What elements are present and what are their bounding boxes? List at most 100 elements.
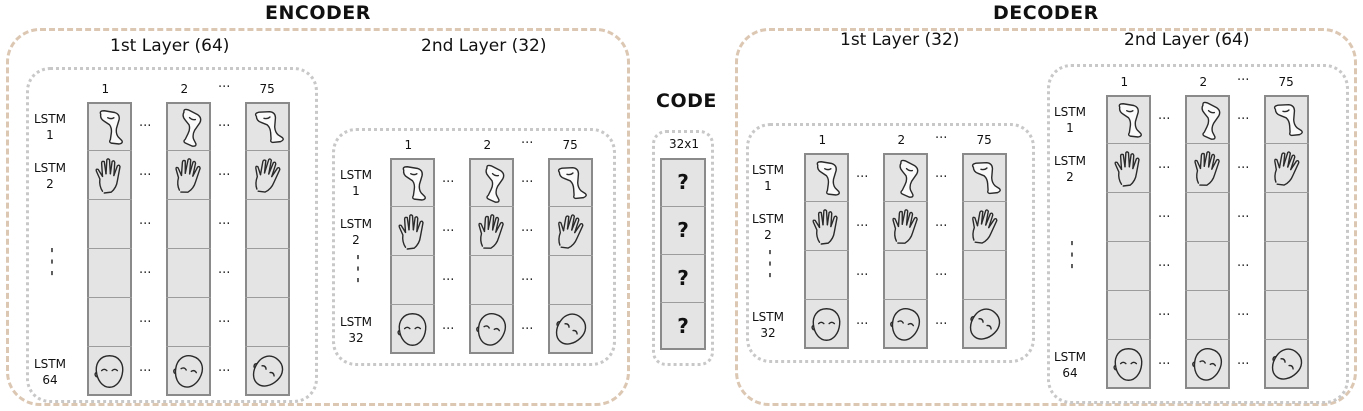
decoder-layer2-ellipsis: ··· [1158, 258, 1171, 274]
encoder-layer1-column [166, 102, 211, 396]
hand-icon [398, 214, 424, 250]
encoder-layer1-cell [245, 200, 290, 249]
encoder-layer1-row-label: LSTM [34, 356, 66, 371]
encoder-layer1-ellipsis: ··· [139, 216, 152, 232]
hand-icon [972, 209, 998, 244]
decoder-layer1-ellipsis: ··· [856, 316, 869, 332]
leg-icon [402, 166, 426, 201]
decoder-layer2-cell [1264, 144, 1309, 193]
decoder-layer2-cell [1185, 242, 1230, 291]
decoder-layer1-box [746, 123, 1035, 363]
encoder-layer2-ellipsis: ··· [521, 174, 534, 190]
leg-icon [557, 167, 587, 200]
encoder-layer1-row-label: LSTM [34, 111, 66, 126]
head-icon [476, 313, 507, 346]
encoder-layer2-row-ellipsis: ⋮ [351, 249, 365, 288]
decoder-layer2-cell [1106, 242, 1151, 291]
encoder-layer1-col-label: 75 [259, 82, 275, 96]
code-cell-symbol: ? [677, 218, 689, 242]
head-icon [969, 308, 1001, 340]
encoder-layer1-cell [166, 151, 211, 200]
leg-icon [1273, 104, 1303, 137]
encoder-layer1-cell [166, 249, 211, 298]
encoder-layer1-cell [245, 249, 290, 298]
encoder-layer1-cell [166, 102, 211, 151]
decoder-layer1-row-index: 1 [764, 178, 772, 193]
decoder-layer2-title: 2nd Layer (64) [1124, 30, 1250, 50]
decoder-layer1-cell [883, 202, 928, 251]
decoder-layer2-ellipsis: ··· [1158, 356, 1171, 372]
encoder-layer1-ellipsis: ··· [139, 167, 152, 183]
decoder-layer1-cell [883, 251, 928, 300]
decoder-layer2-ellipsis: ··· [1158, 160, 1171, 176]
encoder-layer1-cell [87, 102, 132, 151]
head-icon [252, 355, 284, 387]
encoder-layer2-cell [390, 158, 435, 207]
encoder-layer1-ellipsis: ··· [218, 314, 231, 330]
encoder-layer2-cell [548, 207, 593, 256]
decoder-layer1-column [804, 153, 849, 349]
encoder-layer2-cell [548, 158, 593, 207]
encoder-layer1-column [87, 102, 132, 396]
encoder-layer2-row-index: 32 [348, 330, 364, 345]
encoder-layer1-cell [245, 151, 290, 200]
encoder-layer1-ellipsis: ··· [218, 216, 231, 232]
decoder-layer2-row-ellipsis: ⋮ [1065, 235, 1079, 274]
decoder-layer2-cell [1264, 291, 1309, 340]
encoder-layer1-cell [166, 298, 211, 347]
leg-icon [971, 162, 1001, 195]
encoder-layer1-row-index: 64 [42, 372, 58, 387]
decoder-layer2-col-label: 2 [1199, 75, 1208, 89]
decoder-layer1-col-label: 2 [897, 133, 906, 147]
encoder-layer1-column [245, 102, 290, 396]
decoder-layer2-ellipsis: ··· [1237, 307, 1250, 323]
code-size-label: 32x1 [669, 137, 700, 151]
decoder-layer2-cell [1106, 291, 1151, 340]
encoder-layer1-box [26, 67, 318, 403]
head-icon [555, 313, 587, 345]
encoder-layer1-col-ellipsis: ··· [218, 80, 231, 95]
decoder-layer1-ellipsis: ··· [935, 267, 948, 283]
hand-icon [255, 158, 281, 193]
decoder-layer1-row-index: 2 [764, 227, 772, 242]
decoder-layer2-box [1047, 64, 1349, 404]
decoder-layer1-cell [962, 153, 1007, 202]
code-box [652, 130, 714, 366]
decoder-layer1-column [962, 153, 1007, 349]
encoder-layer1-ellipsis: ··· [139, 363, 152, 379]
decoder-layer2-cell [1106, 193, 1151, 242]
decoder-layer2-row-index: 2 [1066, 169, 1074, 184]
code-cell-symbol: ? [677, 314, 689, 338]
decoder-layer2-cell [1185, 291, 1230, 340]
code-divider [660, 206, 706, 207]
encoder-layer2-ellipsis: ··· [442, 223, 455, 239]
hand-icon [1274, 151, 1300, 186]
decoder-layer2-col-label: 1 [1120, 75, 1129, 89]
hand-icon [558, 214, 584, 249]
hand-icon [478, 214, 504, 249]
decoder-layer2-ellipsis: ··· [1237, 356, 1250, 372]
encoder-layer2-row-label: LSTM [340, 167, 372, 182]
decoder-layer1-cell [962, 251, 1007, 300]
encoder-title: ENCODER [265, 2, 371, 24]
decoder-layer2-ellipsis: ··· [1237, 209, 1250, 225]
decoder-layer2-cell [1264, 95, 1309, 144]
decoder-layer1-ellipsis: ··· [935, 169, 948, 185]
decoder-box [735, 28, 1357, 406]
code-cell-symbol: ? [677, 266, 689, 290]
leg-icon [182, 108, 202, 147]
encoder-layer2-ellipsis: ··· [442, 321, 455, 337]
decoder-layer1-col-label: 1 [818, 133, 827, 147]
encoder-layer2-title: 2nd Layer (32) [421, 36, 547, 56]
head-icon [173, 355, 204, 388]
encoder-layer1-cell [87, 151, 132, 200]
decoder-layer2-ellipsis: ··· [1237, 160, 1250, 176]
encoder-layer1-ellipsis: ··· [218, 167, 231, 183]
encoder-layer2-ellipsis: ··· [442, 272, 455, 288]
encoder-layer2-row-label: LSTM [340, 216, 372, 231]
decoder-layer2-row-label: LSTM [1054, 349, 1086, 364]
decoder-layer1-cell [804, 202, 849, 251]
encoder-layer1-ellipsis: ··· [139, 118, 152, 134]
encoder-layer1-col-label: 1 [101, 82, 110, 96]
code-title: CODE [656, 90, 717, 112]
